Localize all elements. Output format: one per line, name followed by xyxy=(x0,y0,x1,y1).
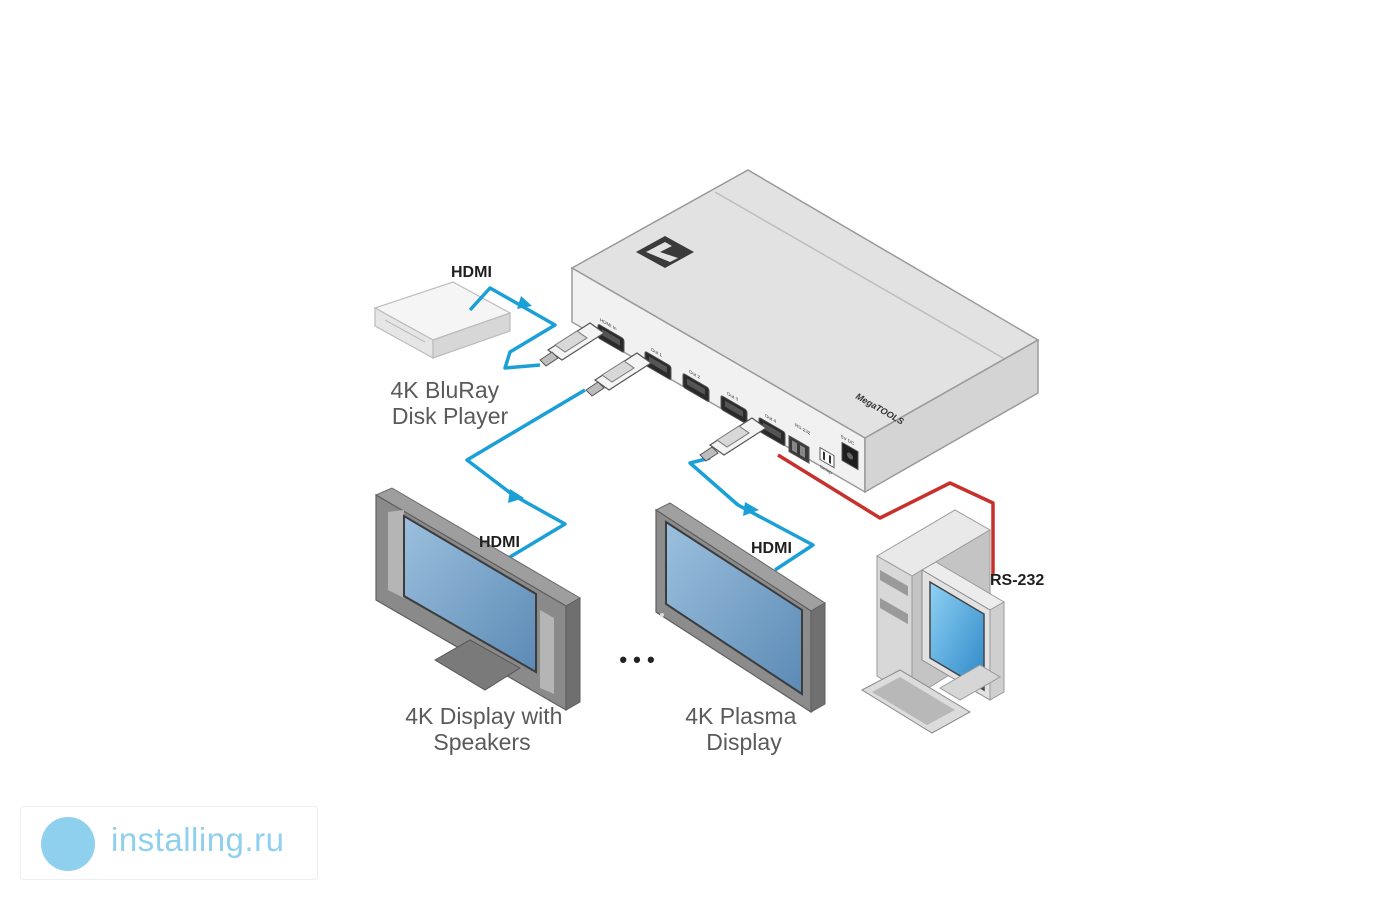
plasma-label-line2: Display xyxy=(706,729,782,755)
display-speakers-label-line1: 4K Display with xyxy=(405,703,562,729)
bluray-label-line2: Disk Player xyxy=(392,403,509,429)
watermark: installing.ru xyxy=(20,806,318,880)
display-speakers-screen xyxy=(403,514,537,674)
port-label-out-4: Out 4 xyxy=(765,413,776,425)
port-out-3[interactable]: Out 3 xyxy=(720,387,748,424)
cable-rs232 xyxy=(777,453,995,575)
rs232-label: RS-232 xyxy=(990,572,1044,589)
cable-hdmi-out4 xyxy=(688,456,815,572)
port-out-1[interactable]: Out 1 xyxy=(644,343,672,380)
display-with-speakers xyxy=(374,487,581,712)
plasma-screen xyxy=(665,520,803,696)
display-speakers-label: 4K Display with Speakers xyxy=(405,703,569,755)
bluray-player-device xyxy=(373,281,512,360)
plasma-label: 4K Plasma Display xyxy=(685,703,803,755)
cable-arrows xyxy=(508,296,759,516)
hdmi-out1-label: HDMI xyxy=(479,534,520,551)
more-displays-ellipsis: • • • xyxy=(619,647,654,672)
port-label-out-2: Out 2 xyxy=(689,369,700,381)
hdmi-distributor-device: MegaTOOLS HDMI In Out 1 Out 2 Out 3 xyxy=(570,169,1040,494)
bluray-label-line1: 4K BluRay xyxy=(390,377,499,403)
pc-monitor-screen xyxy=(929,580,985,692)
display-speakers-label-line2: Speakers xyxy=(433,729,530,755)
kramer-logo-icon xyxy=(636,236,694,268)
plasma-display xyxy=(654,502,826,714)
cable-hdmi-in xyxy=(468,286,557,370)
hdmi-plugs xyxy=(539,322,768,462)
plasma-label-line1: 4K Plasma xyxy=(685,703,796,729)
plug-out-4 xyxy=(699,417,768,462)
watermark-text: installing.ru xyxy=(111,821,285,858)
port-out-2[interactable]: Out 2 xyxy=(682,365,710,402)
control-pc xyxy=(860,509,1005,734)
plug-hdmi-in xyxy=(539,322,606,367)
hdmi-in-label: HDMI xyxy=(451,264,492,281)
hdmi-out4-label: HDMI xyxy=(751,540,792,557)
plug-out-1 xyxy=(585,352,653,397)
port-label-out-1: Out 1 xyxy=(651,347,662,359)
port-label-out-3: Out 3 xyxy=(727,391,738,403)
watermark-logo-icon xyxy=(41,817,95,871)
bluray-label: 4K BluRay Disk Player xyxy=(390,377,508,429)
